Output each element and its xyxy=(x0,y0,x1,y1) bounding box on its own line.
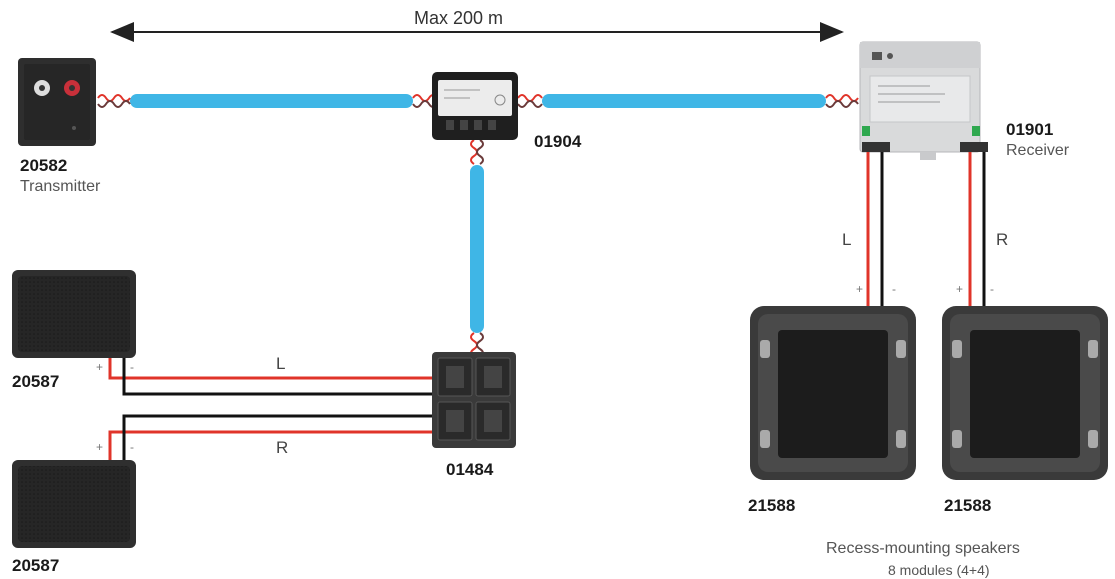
amplifier-channel-left: L xyxy=(276,354,286,373)
recess2-plus-sign: + xyxy=(956,282,964,296)
recess-speaker-2-code: 21588 xyxy=(944,496,992,515)
receiver-device xyxy=(859,41,988,160)
transmitter-name: Transmitter xyxy=(20,178,101,195)
recess-caption-line1: Recess-mounting speakers xyxy=(826,540,1020,557)
speaker-right-plus-sign: + xyxy=(96,440,104,454)
amplifier-code: 01484 xyxy=(446,460,494,479)
receiver-channel-left: L xyxy=(842,230,852,249)
speaker-left-plus-sign: + xyxy=(96,360,104,374)
recess-caption-line2: 8 modules (4+4) xyxy=(888,562,990,578)
recess-speaker-1-device xyxy=(750,306,916,480)
recess-speaker-2-device xyxy=(942,306,1108,480)
splitter-device xyxy=(432,72,518,140)
distance-label: Max 200 m xyxy=(414,8,504,28)
transmitter-device xyxy=(18,58,96,146)
cable-transmitter-splitter xyxy=(130,94,413,108)
speaker-left-minus-sign: - xyxy=(130,360,134,374)
amplifier-channel-right: R xyxy=(276,438,289,457)
speaker-left-device xyxy=(12,270,136,358)
speaker-right-code: 20587 xyxy=(12,556,60,575)
amplifier-speaker-wires xyxy=(108,354,432,460)
recess2-minus-sign: - xyxy=(990,282,994,296)
speaker-right-minus-sign: - xyxy=(130,440,134,454)
speaker-left-code: 20587 xyxy=(12,372,60,391)
recess-speaker-1-code: 21588 xyxy=(748,496,796,515)
transmitter-code: 20582 xyxy=(20,156,68,175)
receiver-code: 01901 xyxy=(1006,120,1054,139)
recess1-plus-sign: + xyxy=(856,282,864,296)
bus-cables xyxy=(130,94,826,333)
cable-splitter-amplifier xyxy=(470,165,484,333)
receiver-name: Receiver xyxy=(1006,142,1070,159)
amplifier-device xyxy=(432,352,516,448)
splitter-code: 01904 xyxy=(534,132,582,151)
receiver-channel-right: R xyxy=(996,230,1009,249)
recess1-minus-sign: - xyxy=(892,282,896,296)
cable-splitter-receiver xyxy=(542,94,826,108)
receiver-speaker-wires xyxy=(866,152,986,306)
twisted-pair-ends xyxy=(97,94,859,358)
speaker-right-device xyxy=(12,460,136,548)
